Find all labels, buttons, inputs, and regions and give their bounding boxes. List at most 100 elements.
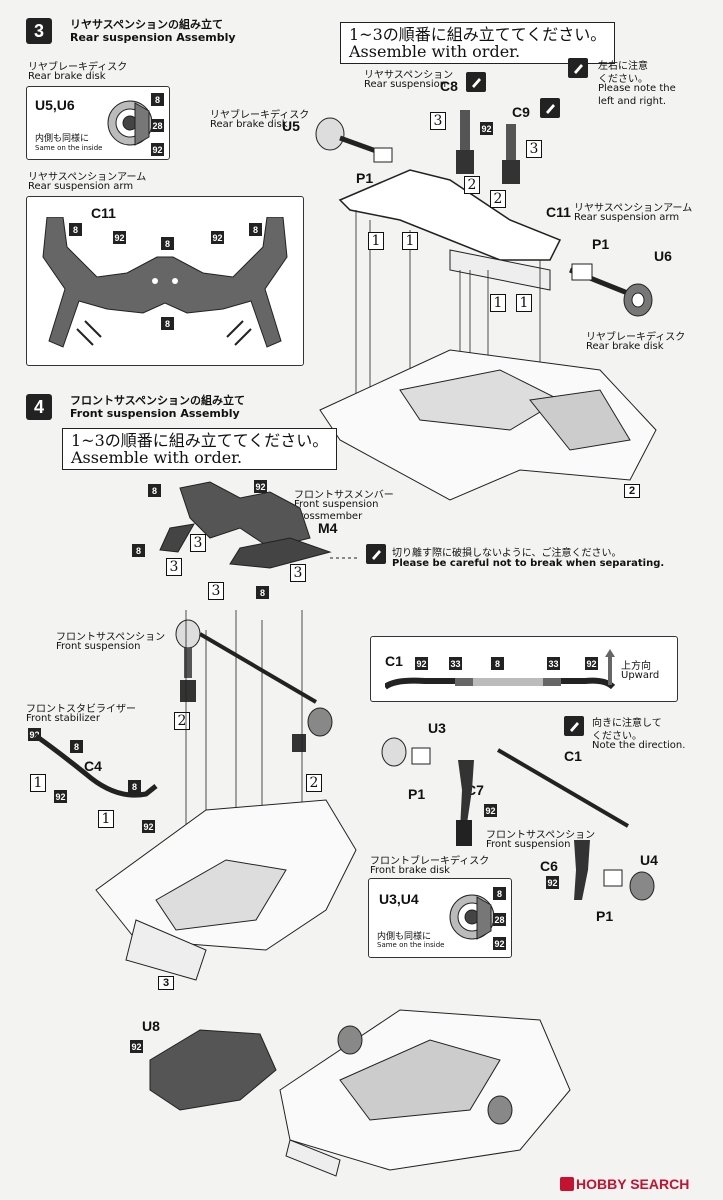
crossmember-label-en2: crossmember [294, 511, 363, 522]
order-mark-1: 1 [368, 232, 384, 250]
direction-note-jp2: ください。 [592, 731, 642, 742]
color-badge-92: 92 [254, 480, 267, 493]
figure-ref-3: 3 [158, 976, 175, 990]
rear-arm-right-jp: リヤサスペンションアーム [574, 203, 693, 214]
color-badge-92: 92 [546, 876, 559, 889]
caution-icon [366, 544, 386, 564]
note-lr-en2: left and right. [598, 96, 667, 107]
color-badge-8: 8 [256, 586, 269, 599]
rear-arm-drawing [42, 217, 288, 348]
order-mark-2: 2 [306, 774, 322, 792]
part-u5: U5 [282, 118, 300, 134]
front-susp2-label-jp: フロントサスペンション [486, 830, 596, 841]
order-mark-3: 3 [208, 582, 224, 600]
order-mark-2: 2 [490, 190, 506, 208]
color-badge-92: 92 [151, 143, 164, 156]
color-badge-28: 28 [151, 119, 164, 132]
direction-note-jp: 向きに注意して [592, 718, 662, 729]
color-badge-8: 8 [161, 317, 174, 330]
order-mark-3: 3 [430, 112, 446, 130]
stabilizer-link-drawing [385, 677, 615, 690]
order-mark-1: 1 [98, 810, 114, 828]
part-u5-u6: U5,U6 [35, 97, 75, 113]
part-p1-rear-right: P1 [592, 236, 610, 252]
note-lr-jp: 左右に注意 [598, 61, 648, 72]
front-suspension-assembly-drawing [34, 610, 357, 981]
figure-ref-2: 2 [624, 484, 641, 498]
rear-brake-disk-label-jp: リヤブレーキディスク [28, 62, 128, 73]
final-front-assembly-drawing [149, 1009, 571, 1177]
rear-disk-right-en: Rear brake disk [586, 341, 664, 352]
order-en: Assemble with order. [349, 42, 521, 61]
part-c1-detail: C1 [385, 653, 403, 669]
note-icon [568, 58, 588, 78]
rear-brake-disk-detail: U5,U6 内側も同様に Same on the inside 8 28 92 [26, 86, 170, 160]
part-u3-u4: U3,U4 [379, 891, 419, 907]
part-c9: C9 [512, 104, 530, 120]
step-4-number: 4 [26, 394, 52, 420]
order-mark-3: 3 [526, 140, 542, 158]
color-badge-8: 8 [493, 887, 506, 900]
stabilizer-link-detail: C1 92 33 8 33 92 上方向 Upward [370, 636, 678, 702]
note-icon [564, 716, 584, 736]
color-badge-8: 8 [151, 93, 164, 106]
step-3-title-jp: リヤサスペンションの組み立て [70, 18, 224, 31]
upward-label-en: Upward [621, 670, 660, 681]
part-c1: C1 [564, 748, 582, 764]
part-c11-right: C11 [546, 204, 571, 220]
color-badge-8: 8 [70, 740, 83, 753]
caution-icon [540, 98, 560, 118]
color-badge-8: 8 [128, 780, 141, 793]
order-en: Assemble with order. [71, 448, 243, 467]
color-badge-8: 8 [148, 484, 161, 497]
color-badge-92: 92 [113, 231, 126, 244]
rear-suspension-assembly-drawing [315, 110, 657, 501]
rear-disk-right-jp: リヤブレーキディスク [586, 332, 686, 343]
rear-brake-disk-label-en: Rear brake disk [28, 71, 106, 82]
color-badge-8: 8 [69, 223, 82, 236]
order-mark-3: 3 [190, 534, 206, 552]
front-knuckle-drawing [381, 737, 655, 901]
step-3-title-en: Rear suspension Assembly [70, 31, 236, 44]
part-u6: U6 [654, 248, 672, 264]
part-p1-rear: P1 [356, 170, 374, 186]
color-badge-8: 8 [249, 223, 262, 236]
note-lr-jp2: ください。 [598, 74, 648, 85]
color-badge-8: 8 [161, 237, 174, 250]
color-badge-33: 33 [547, 657, 560, 670]
front-disk-label-en: Front brake disk [370, 865, 450, 876]
order-mark-2: 2 [464, 176, 480, 194]
careful-jp: 切り離す際に破損しないように、ご注意ください。 [392, 548, 622, 559]
color-badge-92: 92 [484, 804, 497, 817]
inside-en: Same on the inside [35, 144, 103, 152]
part-c4: C4 [84, 758, 102, 774]
order-mark-3: 3 [166, 558, 182, 576]
color-badge-92: 92 [415, 657, 428, 670]
rear-arm-label-en: Rear suspension arm [28, 181, 134, 192]
color-badge-33: 33 [449, 657, 462, 670]
order-mark-1: 1 [30, 774, 46, 792]
order-jp: 1~3の順番に組み立ててください。 [71, 431, 329, 450]
color-badge-92: 92 [211, 231, 224, 244]
color-badge-92: 92 [130, 1040, 143, 1053]
color-badge-92: 92 [142, 820, 155, 833]
footer-logo: HOBBY SEARCH [560, 1176, 689, 1192]
brand-name: HOBBY SEARCH [576, 1176, 690, 1192]
rear-susp-label-en: Rear suspension [364, 79, 447, 90]
note-lr-en: Please note the [598, 83, 676, 94]
part-u8: U8 [142, 1018, 160, 1034]
brand-mark-icon [560, 1177, 574, 1191]
direction-note-en: Note the direction. [592, 740, 686, 751]
order-mark-1: 1 [516, 294, 532, 312]
careful-en: Please be careful not to break when sepa… [392, 558, 665, 569]
inside-jp: 内側も同様に [35, 134, 90, 144]
inside-en: Same on the inside [377, 941, 445, 949]
part-c8: C8 [440, 78, 458, 94]
front-stab-label-en: Front stabilizer [26, 713, 100, 724]
order-mark-1: 1 [490, 294, 506, 312]
step-4-title-jp: フロントサスペンションの組み立て [70, 394, 246, 407]
part-p1-front-right: P1 [596, 908, 614, 924]
rear-arm-right-en: Rear suspension arm [574, 212, 680, 223]
front-susp-label-en: Front suspension [56, 641, 141, 652]
crossmember-label-jp: フロントサスメンバー [294, 490, 394, 501]
